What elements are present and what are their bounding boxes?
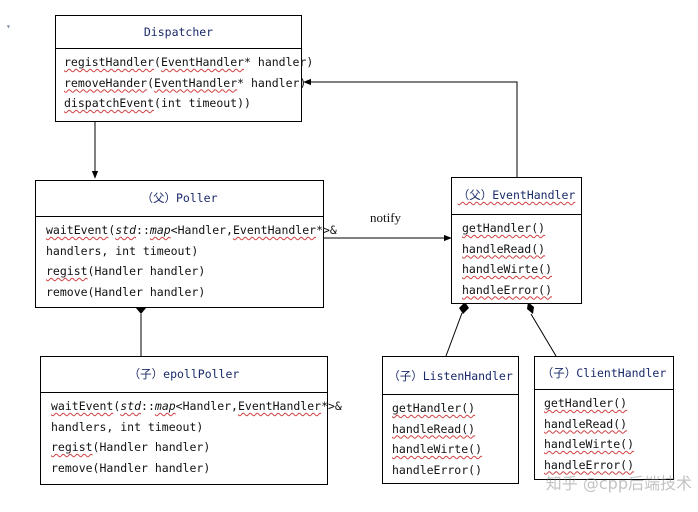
method-dispatch-event: dispatchEvent(int timeout)) bbox=[64, 96, 251, 110]
epollpoller-class-box: （子）epollPoller waitEvent(std::map<Handle… bbox=[40, 356, 342, 485]
clienthandler-class-box: （子）ClientHandler getHandler() handleRead… bbox=[534, 356, 674, 480]
eventhandler-class-box: （父）EventHandler getHandler() handleRead(… bbox=[451, 177, 582, 304]
method-regist-handler: registHandler(EventHandler* handler) bbox=[64, 55, 314, 69]
epollpoller-methods: waitEvent(std::map<Handler,EventHandler*… bbox=[41, 393, 342, 478]
eventhandler-client-diamond bbox=[527, 302, 534, 314]
method-handle-error: handleError() bbox=[544, 457, 635, 472]
corner-marker: ▾ bbox=[6, 22, 11, 31]
method-handle-wirte: handleWirte() bbox=[544, 437, 635, 451]
method-regist: regist(Handler handler) bbox=[51, 440, 211, 454]
eventhandler-listen-diamond bbox=[459, 302, 469, 314]
method-handle-error: handleError() bbox=[392, 462, 483, 477]
method-get-handler: getHandler() bbox=[392, 401, 476, 415]
clienthandler-title: （子）ClientHandler bbox=[535, 357, 673, 390]
clienthandler-methods: getHandler() handleRead() handleWirte() … bbox=[535, 390, 673, 475]
method-handle-read: handleRead() bbox=[544, 416, 628, 431]
method-remove-hander: removeHander(EventHandler* handler) bbox=[64, 75, 307, 90]
method-wait-event-cont: handlers, int timeout) bbox=[46, 243, 199, 258]
method-regist: regist(Handler handler) bbox=[46, 264, 206, 278]
epollpoller-title: （子）epollPoller bbox=[41, 357, 327, 393]
method-handle-read: handleRead() bbox=[392, 421, 476, 436]
poller-class-box: （父）Poller waitEvent(std::map<Handler,Eve… bbox=[35, 180, 337, 308]
listenhandler-title: （子）ListenHandler bbox=[383, 357, 518, 395]
listenhandler-methods: getHandler() handleRead() handleWirte() … bbox=[383, 395, 518, 480]
eventhandler-to-clienthandler-link bbox=[530, 313, 557, 357]
eventhandler-methods: getHandler() handleRead() handleWirte() … bbox=[452, 215, 581, 300]
method-remove: remove(Handler handler) bbox=[46, 284, 206, 299]
method-wait-event: waitEvent(std::map<Handler,EventHandler*… bbox=[46, 223, 337, 237]
method-handle-wirte: handleWirte() bbox=[392, 442, 483, 456]
method-handle-error: handleError() bbox=[462, 282, 553, 297]
watermark: 知乎 @cpp后端技术 bbox=[545, 474, 692, 493]
notify-label: notify bbox=[370, 210, 402, 225]
eventhandler-to-listenhandler-link bbox=[445, 312, 463, 357]
method-handle-wirte: handleWirte() bbox=[462, 262, 553, 276]
method-wait-event-cont: handlers, int timeout) bbox=[51, 419, 204, 434]
eventhandler-to-dispatcher-arrow bbox=[303, 78, 518, 177]
method-remove: remove(Handler handler) bbox=[51, 460, 211, 475]
poller-title: （父）Poller bbox=[36, 181, 323, 217]
method-get-handler: getHandler() bbox=[462, 221, 546, 235]
dispatcher-class-box: Dispatcher registHandler(EventHandler* h… bbox=[55, 15, 314, 122]
listenhandler-class-box: （子）ListenHandler getHandler() handleRead… bbox=[382, 356, 519, 484]
poller-methods: waitEvent(std::map<Handler,EventHandler*… bbox=[36, 217, 337, 302]
method-get-handler: getHandler() bbox=[544, 396, 628, 410]
eventhandler-title: （父）EventHandler bbox=[452, 178, 581, 215]
method-wait-event: waitEvent(std::map<Handler,EventHandler*… bbox=[51, 399, 342, 413]
dispatcher-methods: registHandler(EventHandler* handler) rem… bbox=[56, 49, 314, 114]
dispatcher-title: Dispatcher bbox=[56, 16, 301, 49]
method-handle-read: handleRead() bbox=[462, 241, 546, 256]
